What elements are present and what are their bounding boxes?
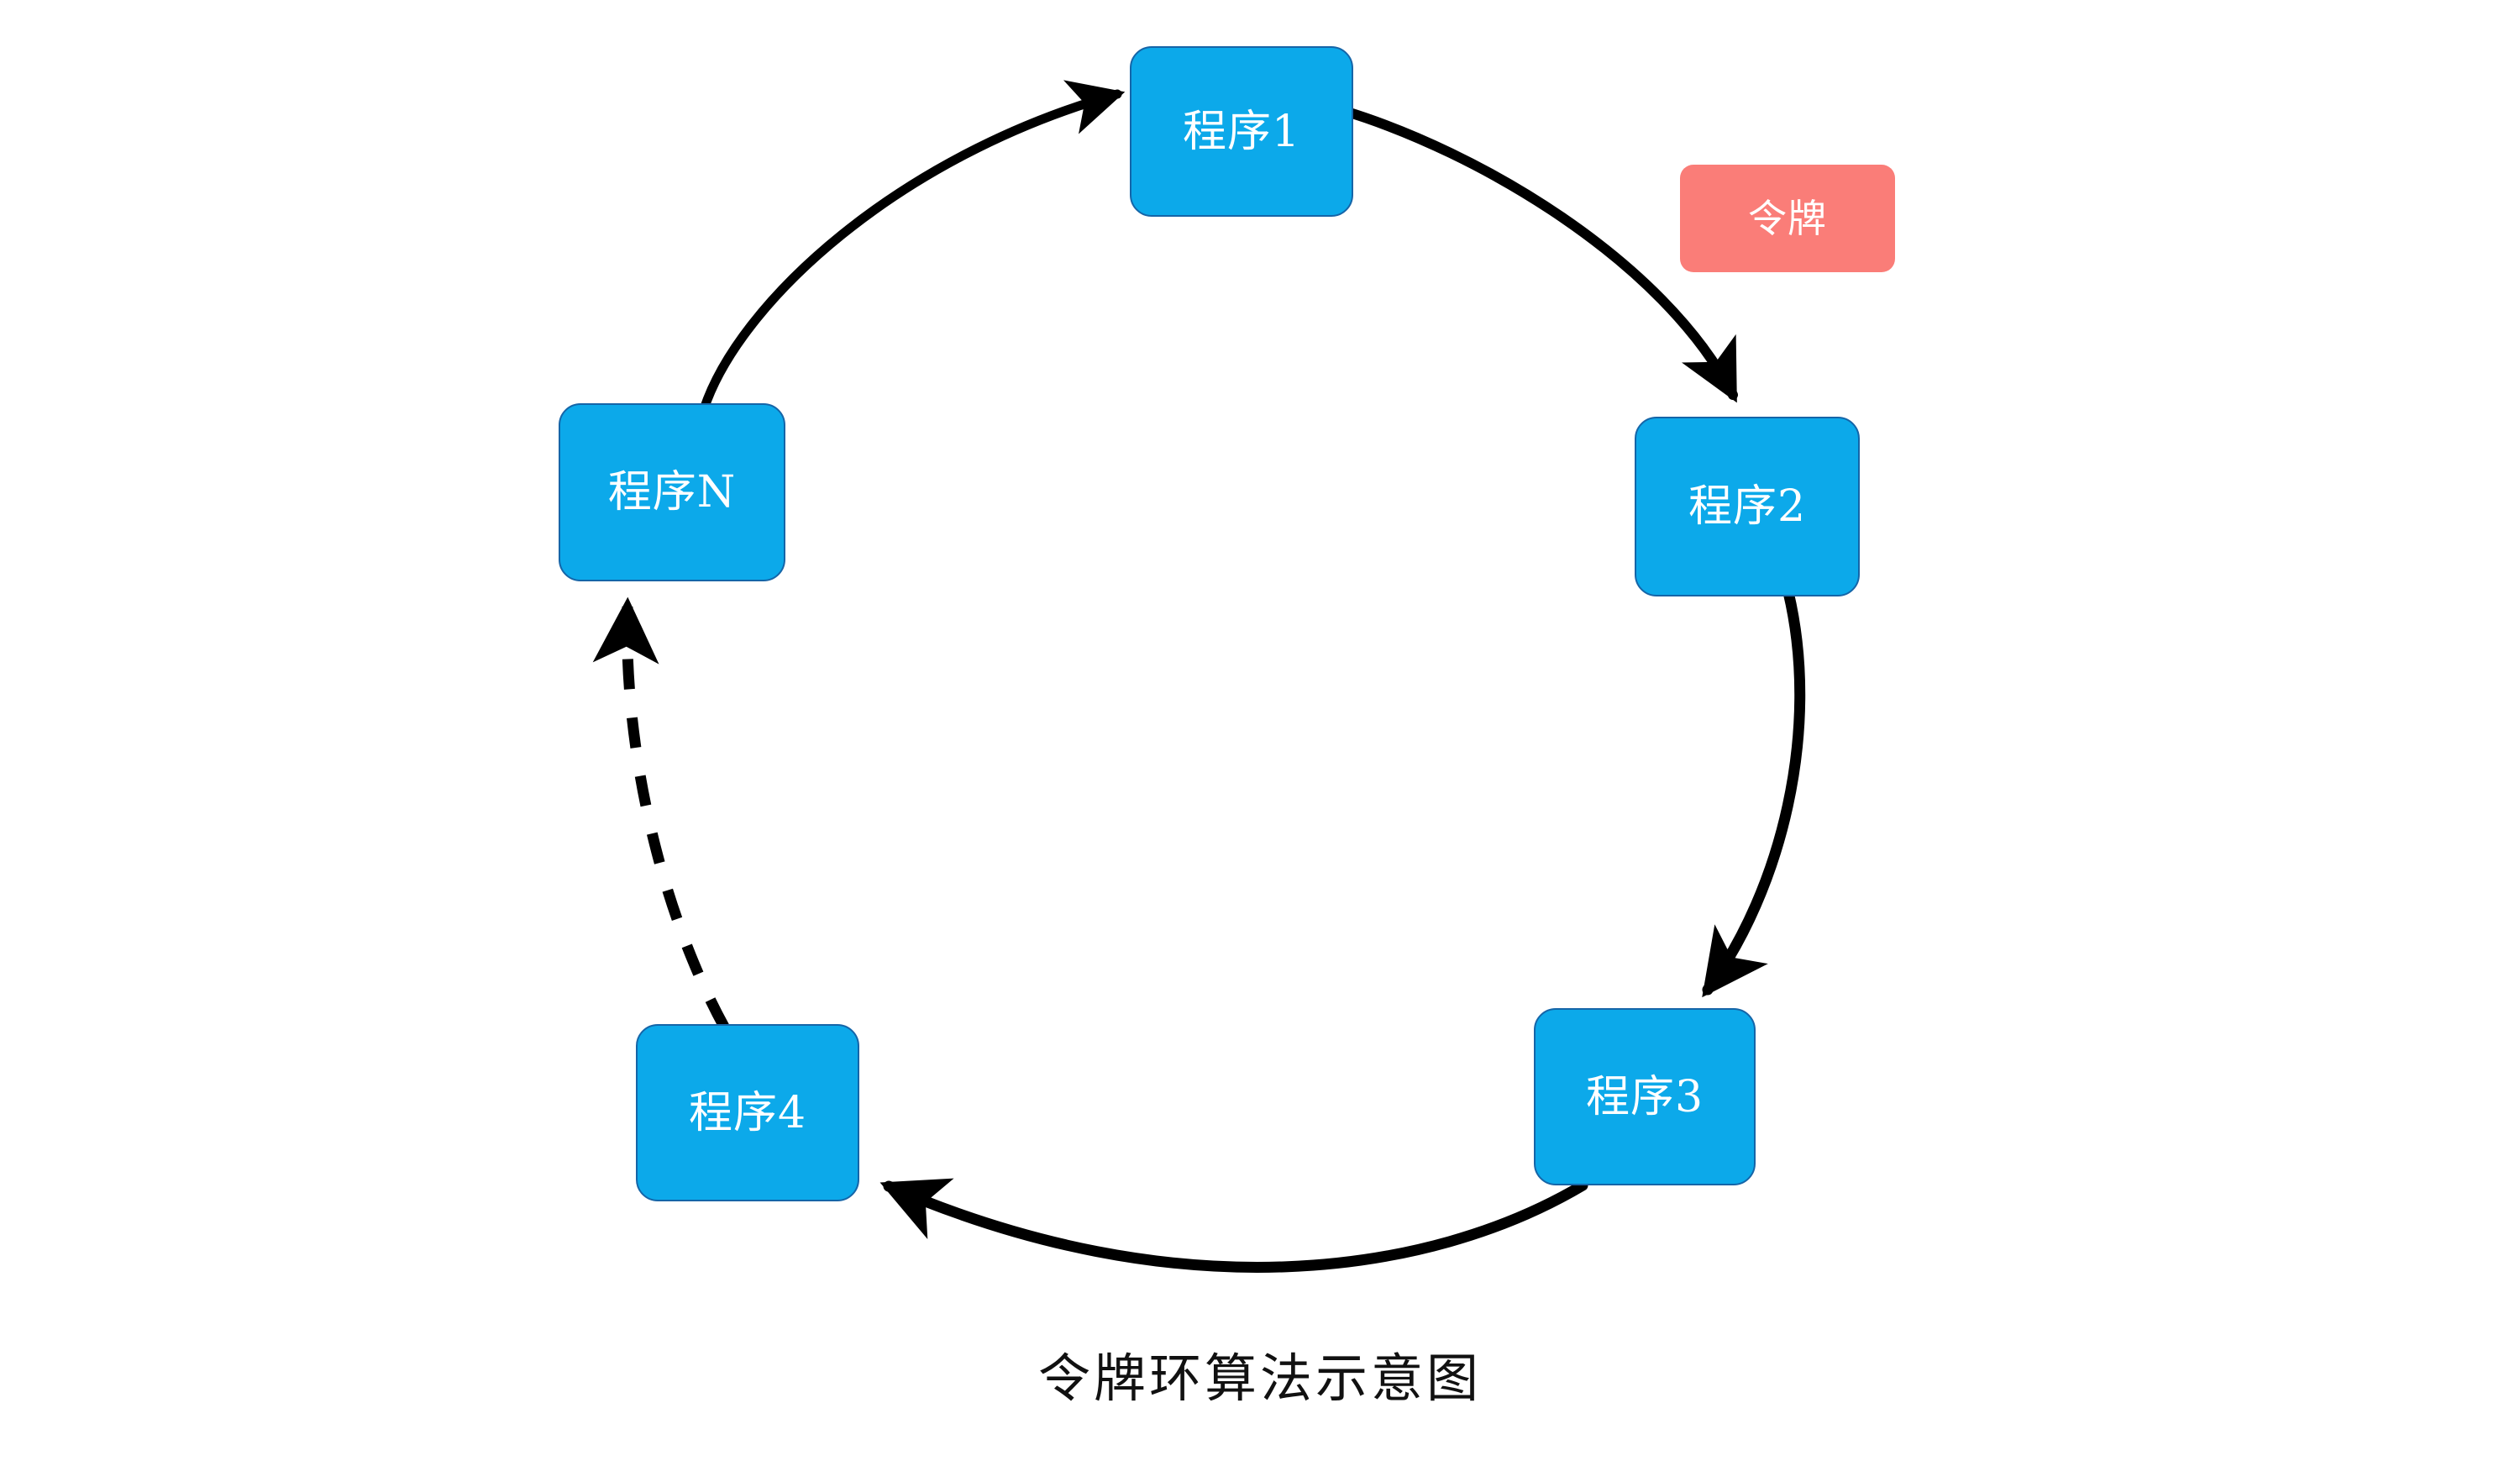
node-program2-label: 程序2 (1688, 481, 1807, 532)
node-program2[interactable]: 程序2 (1635, 417, 1860, 596)
node-token[interactable]: 令牌 (1680, 165, 1895, 272)
edge-program3-to-program4 (879, 1178, 1588, 1273)
node-programN-label: 程序N (607, 467, 737, 518)
edge-program1-to-program2 (1336, 105, 1738, 403)
node-program4[interactable]: 程序4 (636, 1024, 859, 1201)
node-programN[interactable]: 程序N (559, 403, 785, 581)
edge-programN-to-program1 (699, 80, 1126, 414)
node-program1-label: 程序1 (1182, 106, 1301, 157)
node-program3[interactable]: 程序3 (1534, 1008, 1756, 1185)
node-program4-label: 程序4 (688, 1087, 807, 1138)
edge-program4-to-programN-dashed (592, 596, 729, 1030)
diagram-caption: 令牌环算法示意图 (1037, 1348, 1482, 1409)
node-program3-label: 程序3 (1585, 1071, 1704, 1122)
node-program1[interactable]: 程序1 (1130, 46, 1353, 217)
node-token-label: 令牌 (1748, 196, 1827, 241)
edge-program2-to-program3 (1702, 586, 1806, 998)
